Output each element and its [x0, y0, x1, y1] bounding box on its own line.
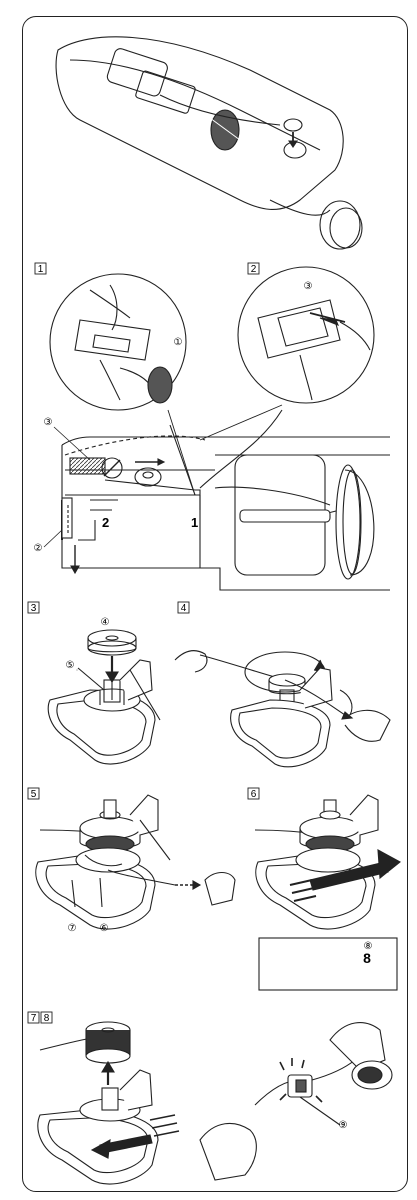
step-3-number: 3: [31, 603, 37, 614]
callout-8: ⑧: [364, 941, 373, 952]
step-2-label-box: 2: [248, 263, 259, 275]
callout-9: ⑨: [339, 1120, 348, 1131]
step-3-illustration: [48, 630, 160, 764]
step-8-number: 8: [44, 1013, 50, 1024]
callout-2: ②: [34, 543, 43, 554]
step-6-label-box: 6: [248, 788, 259, 800]
led-display-panel: 8: [259, 938, 397, 990]
step-4-illustration: [175, 651, 390, 767]
step-2-number: 2: [251, 264, 257, 275]
step-3-label-box: 3: [28, 602, 39, 614]
step-7-label-box: 7: [28, 1012, 39, 1024]
step-6-number: 6: [251, 789, 257, 800]
callout-4: ④: [101, 617, 110, 628]
callout-3-machine: ③: [44, 417, 53, 428]
step-1-label-box: 1: [35, 263, 46, 275]
callout-3-detail: ③: [304, 281, 313, 292]
step-5-number: 5: [31, 789, 37, 800]
step-6-illustration: [255, 795, 400, 929]
machine-overview-illustration: [56, 37, 362, 249]
step-5-illustration: [36, 795, 235, 929]
step-8-label-box: 8: [41, 1012, 52, 1024]
callout-6: ⑥: [100, 923, 109, 934]
machine-top-view: [62, 410, 390, 590]
step-1-number: 1: [38, 264, 44, 275]
step-5-label-box: 5: [28, 788, 39, 800]
detail-circle-1: [50, 274, 186, 410]
step-7-number: 7: [31, 1013, 37, 1024]
step-4-number: 4: [181, 603, 187, 614]
display-value: 8: [363, 950, 371, 966]
step-4-label-box: 4: [178, 602, 189, 614]
guide-label-1: 1: [191, 515, 198, 530]
step-7-8-illustration: [38, 1022, 392, 1184]
callout-7: ⑦: [68, 923, 77, 934]
callout-5: ⑤: [66, 660, 75, 671]
callout-1: ①: [174, 337, 183, 348]
guide-label-2: 2: [102, 515, 109, 530]
